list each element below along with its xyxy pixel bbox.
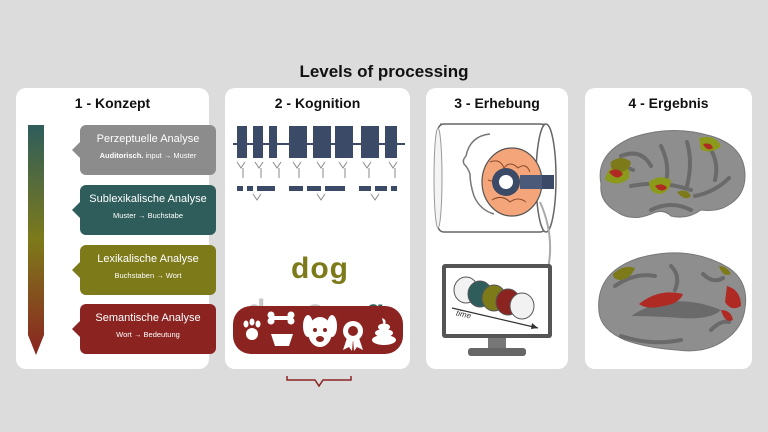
level-sublexical: Sublexikalische Analyse Muster → Buchsta… [72, 185, 216, 235]
depth-arrow [28, 125, 44, 355]
level-sub: Buchstaben → Wort [114, 271, 182, 280]
paw-icon [243, 318, 261, 340]
panel-title: 1 - Konzept [74, 95, 151, 111]
mri-scanner [433, 123, 557, 233]
brain-lateral-view [599, 130, 746, 218]
level-sub: input → Muster [143, 151, 197, 160]
pattern-dashes [237, 186, 397, 201]
food-bowl-icon [271, 334, 293, 346]
level-sub: Muster → Buchstabe [112, 211, 184, 220]
poop-icon [372, 318, 396, 345]
panel-cognition: 2 - Kognition [225, 88, 410, 388]
panel-title: 2 - Kognition [274, 95, 361, 111]
rosette-icon [343, 321, 363, 351]
panel-concept: 1 - Konzept Verarbeitungstiefe Perzeptue… [16, 88, 216, 369]
figure-title: Levels of processing [299, 62, 469, 81]
level-name: Semantische Analyse [95, 312, 201, 324]
dog-head-icon [303, 315, 337, 347]
level-name: Perzeptuelle Analyse [96, 133, 200, 145]
level-semantic: Semantische Analyse Wort → Bedeutung [72, 304, 216, 354]
panel-acquisition: 3 - Erhebung time [426, 88, 568, 369]
auditory-signal-bars [233, 126, 405, 178]
level-sub: Wort → Bedeutung [116, 330, 180, 339]
bone-icon [267, 311, 295, 325]
semantic-icon-row [233, 306, 403, 354]
level-name: Lexikalische Analyse [97, 253, 199, 265]
level-sub-strong: Auditorisch. [99, 151, 144, 160]
level-name: Sublexikalische Analyse [89, 193, 207, 205]
level-lexical: Lexikalische Analyse Buchstaben → Wort [72, 245, 216, 295]
brain-medial-view [598, 252, 747, 352]
panel-results: 4 - Ergebnis [585, 88, 752, 369]
monitor [442, 264, 552, 356]
panel-title: 4 - Ergebnis [628, 95, 709, 111]
level-perceptual: Perzeptuelle Analyse Auditorisch. input … [72, 125, 216, 175]
depth-axis-label: Verarbeitungstiefe [43, 193, 54, 274]
word-dog: dog [291, 252, 349, 285]
panel-title: 3 - Erhebung [454, 95, 540, 111]
word-brace [286, 376, 352, 388]
